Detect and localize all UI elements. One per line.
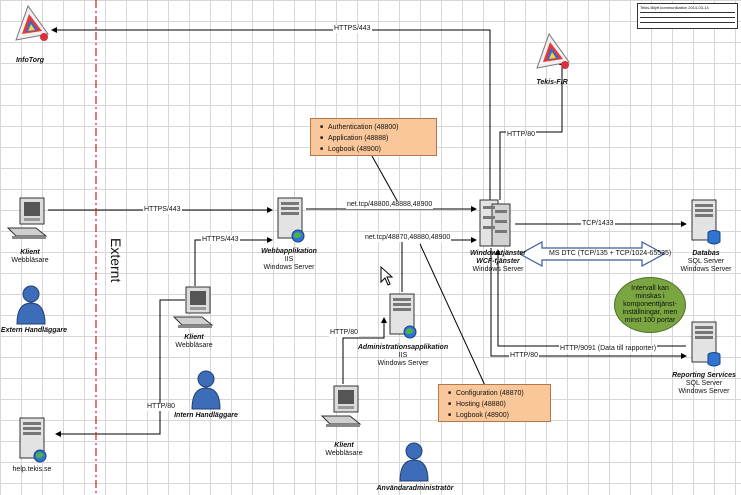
port-item: Application (48888) bbox=[320, 133, 430, 144]
wcf-services-server-icon bbox=[479, 199, 511, 247]
intern-client-caption: Klient Webbläsare bbox=[175, 334, 213, 349]
edge-label-msdtc: MS DTC (TCP/135 + TCP/1024-65535) bbox=[549, 250, 672, 257]
edge-intern-web bbox=[194, 237, 273, 286]
edge-label-wcf-db: TCP/1433 bbox=[581, 220, 615, 228]
edge-label-infotorg: HTTPS/443 bbox=[333, 25, 372, 33]
extern-handler-caption: Extern Handläggare bbox=[0, 327, 68, 334]
port-range-note: Intervall kan minskas i komponenttjänst-… bbox=[614, 277, 686, 333]
intern-client-computer-icon bbox=[172, 286, 214, 328]
edge-label-admin-http: HTTP/80 bbox=[329, 329, 360, 337]
port-item: Authentication (48800) bbox=[320, 122, 430, 133]
admin-client-caption: Klient Webbläsare bbox=[325, 442, 363, 457]
edge-label-help-http: HTTP/80 bbox=[146, 403, 177, 411]
edge-label-extern-web: HTTPS/443 bbox=[143, 206, 182, 214]
intern-handler-caption: Intern Handläggare bbox=[174, 412, 238, 419]
edge-label-admin-wcf: net.tcp/48870,48880,48900 bbox=[364, 234, 452, 242]
port-item: Logbook (48900) bbox=[448, 410, 544, 421]
extern-client-caption: Klient Webbläsare bbox=[11, 249, 49, 264]
edge-label-reporting-9091: HTTP/9091 (Data till rapporter) bbox=[559, 345, 658, 353]
database-caption: Databas SQL Server Windows Server bbox=[680, 250, 732, 273]
intern-handler-person-icon bbox=[191, 370, 221, 410]
admin-application-server-icon bbox=[389, 293, 417, 339]
edge-wcf-infotorg bbox=[51, 27, 491, 200]
user-administrator-caption: Användaradministratör bbox=[376, 485, 454, 492]
port-box-web: Authentication (48800) Application (4888… bbox=[310, 118, 437, 156]
mouse-cursor-icon bbox=[380, 266, 394, 286]
infotorg-caption: InfoTorg bbox=[15, 57, 45, 64]
port-item: Hosting (48880) bbox=[448, 399, 544, 410]
extern-label: Externt bbox=[108, 238, 124, 283]
help-server-icon bbox=[19, 417, 47, 463]
web-application-caption: Webbapplikation IIS Windows Server bbox=[261, 248, 317, 271]
port-item: Configuration (48870) bbox=[448, 388, 544, 399]
edge-label-intern-web: HTTPS/443 bbox=[201, 236, 240, 244]
extern-handler-person-icon bbox=[16, 285, 46, 325]
help-caption: help.tekis.se bbox=[12, 466, 52, 473]
tekis-fir-caption: Tekis-FIR bbox=[536, 79, 568, 86]
port-box-admin: Configuration (48870) Hosting (48880) Lo… bbox=[438, 384, 551, 422]
extern-client-computer-icon bbox=[6, 197, 48, 239]
database-server-icon bbox=[691, 199, 721, 245]
msdtc-arrow bbox=[518, 240, 666, 268]
edge-admin-client-admin bbox=[342, 317, 387, 384]
infotorg-app-icon bbox=[15, 4, 49, 41]
wcf-services-caption: Windowstjänster WCF-tjänster Windows Ser… bbox=[470, 250, 526, 273]
user-administrator-person-icon bbox=[399, 442, 429, 482]
web-application-server-icon bbox=[277, 197, 305, 243]
reporting-services-server-icon bbox=[691, 321, 721, 367]
edge-label-tekis-fir: HTTP/80 bbox=[506, 131, 537, 139]
edge-label-reporting-http: HTTP/80 bbox=[509, 352, 540, 360]
reporting-services-caption: Reporting Services SQL Server Windows Se… bbox=[672, 372, 736, 395]
edge-label-web-wcf: net.tcp/48800,48888,48900 bbox=[346, 201, 434, 209]
edge-intern-help bbox=[55, 299, 185, 437]
admin-client-computer-icon bbox=[320, 385, 362, 427]
port-item: Logbook (48900) bbox=[320, 144, 430, 155]
admin-application-caption: Administrationsapplikation IIS Windows S… bbox=[357, 344, 449, 367]
title-block: Tekis-Bilyft kommunikation 2014-03-14 bbox=[637, 3, 738, 29]
tekis-fir-app-icon bbox=[536, 32, 570, 69]
edge-wcf-reporting bbox=[490, 248, 687, 359]
